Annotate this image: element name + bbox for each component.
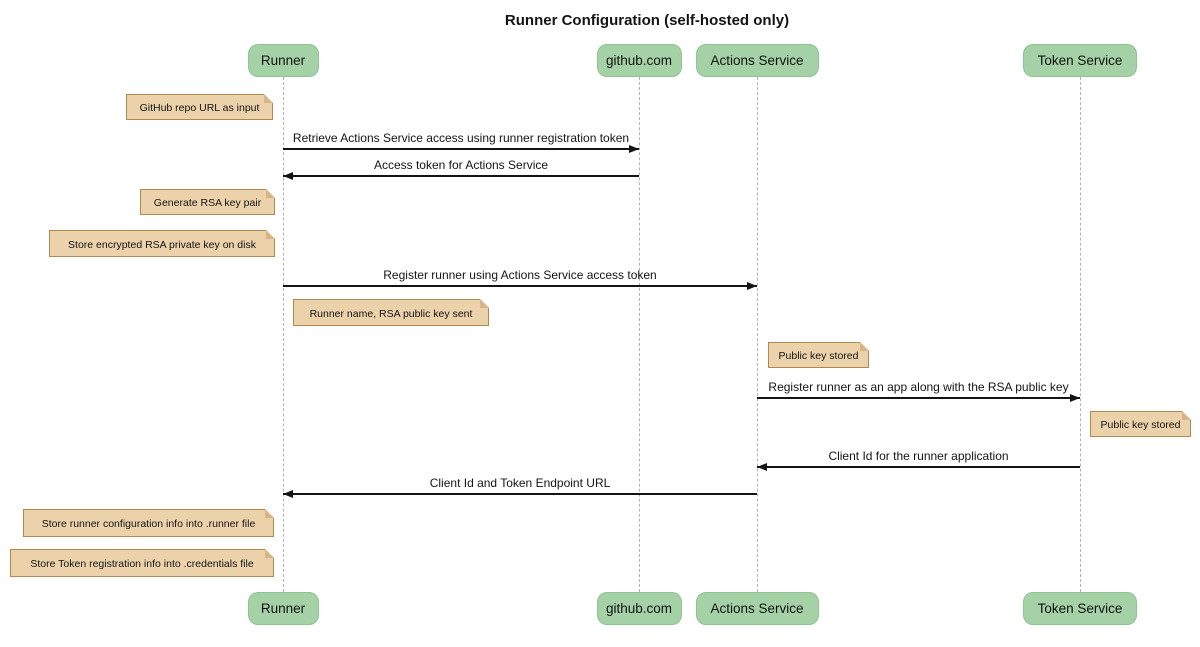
message-line [283,175,639,177]
message-label: Retrieve Actions Service access using ru… [292,131,630,145]
lifeline-runner [283,77,284,592]
message-line [283,148,639,150]
arrowhead-left-icon [757,462,767,471]
lifeline-token [1080,77,1081,592]
note: Runner name, RSA public key sent [293,299,489,326]
note-fold-flap-icon [266,189,275,198]
message-label: Register runner using Actions Service ac… [383,268,657,282]
note-label: Store encrypted RSA private key on disk [68,239,256,251]
note: Public key stored [768,342,869,368]
note: GitHub repo URL as input [126,94,273,120]
note: Store encrypted RSA private key on disk [49,230,275,257]
participant-top-github: github.com [596,44,682,77]
arrowhead-right-icon [747,281,757,290]
message-line [757,397,1080,399]
note-label: Public key stored [778,350,859,362]
arrowhead-left-icon [283,171,293,180]
note-label: Store runner configuration info into .ru… [41,518,256,530]
note-fold-flap-icon [1182,411,1191,420]
note-label: GitHub repo URL as input [139,102,260,114]
participant-top-token: Token Service [1023,44,1137,77]
note-fold-flap-icon [264,94,273,103]
note: Public key stored [1090,411,1191,437]
note: Store runner configuration info into .ru… [23,509,274,537]
note-fold-flap-icon [265,509,274,518]
participant-bottom-token: Token Service [1023,592,1137,625]
participant-bottom-runner: Runner [247,592,319,625]
diagram-title: Runner Configuration (self-hosted only) [504,12,790,29]
participant-top-runner: Runner [247,44,319,77]
note: Store Token registration info into .cred… [10,549,274,577]
arrowhead-right-icon [1070,393,1080,402]
note: Generate RSA key pair [140,189,275,215]
note-fold-flap-icon [480,299,489,308]
note-label: Store Token registration info into .cred… [30,558,254,570]
message-label: Register runner as an app along with the… [768,380,1069,394]
message-label: Client Id and Token Endpoint URL [429,476,611,490]
message-label: Access token for Actions Service [373,158,549,172]
arrowhead-left-icon [283,489,293,498]
arrowhead-right-icon [629,144,639,153]
message-line [283,285,757,287]
note-label: Public key stored [1100,419,1181,431]
lifeline-github [639,77,640,592]
message-line [757,466,1080,468]
participant-bottom-actions: Actions Service [695,592,819,625]
note-fold-flap-icon [266,230,275,239]
note-label: Generate RSA key pair [153,197,262,209]
lifeline-actions [757,77,758,592]
note-fold-flap-icon [860,342,869,351]
note-fold-flap-icon [265,549,274,558]
note-label: Runner name, RSA public key sent [309,308,473,320]
participant-top-actions: Actions Service [695,44,819,77]
message-line [283,493,757,495]
message-label: Client Id for the runner application [828,449,1009,463]
participant-bottom-github: github.com [596,592,682,625]
